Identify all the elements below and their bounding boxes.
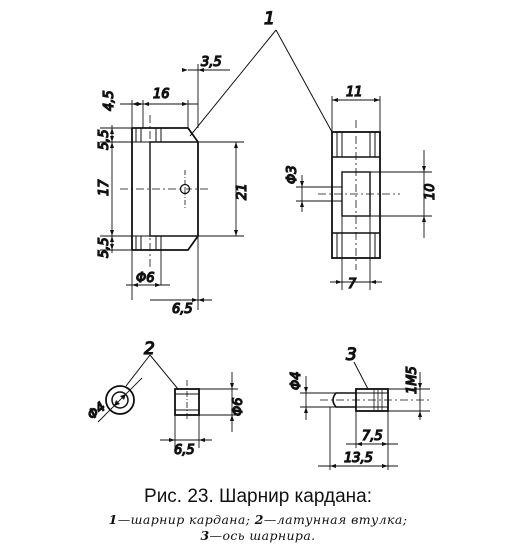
dim-phi3: Φ3: [285, 165, 300, 184]
callout-3-label: 3: [346, 345, 357, 365]
caption-text-2: —латунная втулка;: [263, 512, 408, 527]
dim-4-5: 4,5: [102, 90, 117, 111]
dim-5-5-bottom: 5,5: [97, 237, 112, 258]
dim-17: 17: [97, 179, 112, 196]
bushing-views: Φ4 Φ6 6,5: [84, 372, 247, 459]
figure-caption-title: Рис. 23. Шарнир кардана:: [144, 486, 372, 507]
hinge-side-view: 3,5 16 4,5 5,5 17 5,5 21 Φ6 6,5: [96, 54, 250, 317]
dim-16: 16: [153, 87, 170, 102]
caption-line-2: 3—ось шарнира.: [0, 528, 516, 544]
dim-10: 10: [423, 183, 438, 200]
dim-7-5: 7,5: [362, 429, 383, 444]
dim-21: 21: [235, 183, 250, 200]
hinge-front-view: 11 Φ3 10 7: [284, 84, 438, 292]
axle-view: Φ4 1М5 7,5 13,5: [288, 366, 430, 470]
caption-line-1: 1—шарнир кардана; 2—латунная втулка;: [0, 512, 516, 528]
callout-2: 2: [125, 338, 179, 390]
dim-phi4-bushing: Φ4: [85, 400, 109, 423]
dim-11: 11: [346, 85, 363, 100]
callout-1: 1: [189, 8, 333, 137]
dim-3-5: 3,5: [201, 55, 222, 70]
caption-num-2: 2: [254, 512, 264, 527]
dim-phi6-bushing: Φ6: [231, 397, 246, 416]
dim-6-5-bushing: 6,5: [174, 443, 195, 458]
caption-text-1: —шарнир кардана;: [117, 512, 251, 527]
dim-phi4-axle: Φ4: [289, 371, 304, 390]
caption-text-3: —ось шарнира.: [209, 528, 316, 543]
dim-1m5: 1М5: [405, 366, 420, 394]
dim-6-5-hinge: 6,5: [172, 302, 193, 317]
callout-1-label: 1: [264, 9, 275, 29]
figure-caption-legend: 1—шарнир кардана; 2—латунная втулка; 3—о…: [0, 512, 516, 544]
caption-num-1: 1: [108, 512, 118, 527]
callout-2-label: 2: [144, 339, 155, 359]
dim-phi6-hinge: Φ6: [136, 271, 155, 286]
dim-5-5-top: 5,5: [97, 129, 112, 150]
callout-3: 3: [345, 344, 369, 390]
dim-7: 7: [348, 277, 357, 292]
dim-13-5: 13,5: [344, 451, 373, 466]
caption-num-3: 3: [200, 528, 210, 543]
